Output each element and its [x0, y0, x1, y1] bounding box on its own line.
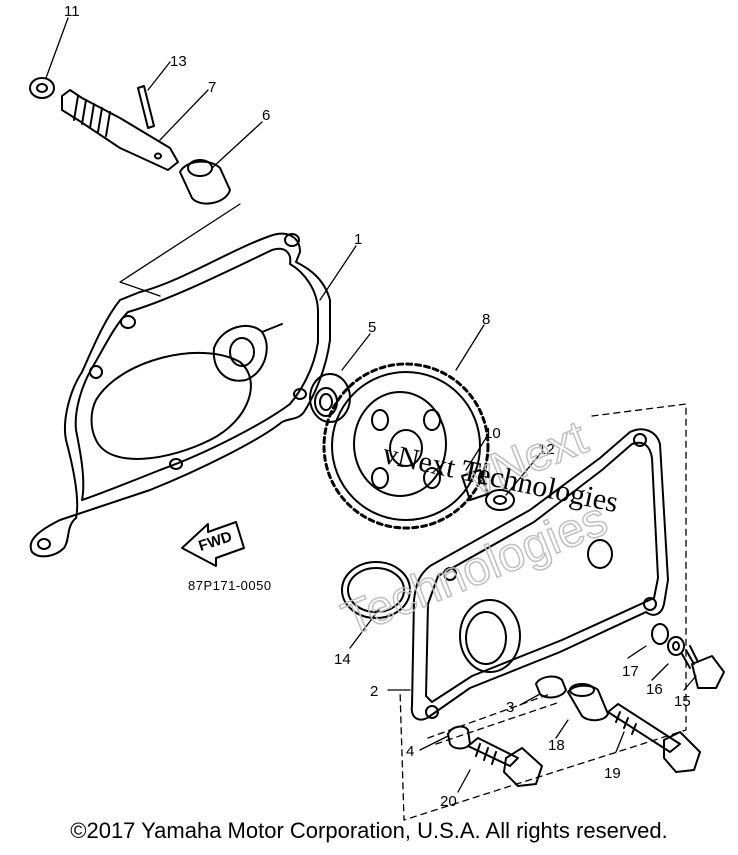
rear-cover-2 [410, 428, 669, 721]
washer-17 [651, 623, 669, 645]
assembly-lines [119, 203, 241, 297]
callout-10: 10 [484, 425, 501, 442]
callout-15: 15 [674, 693, 691, 710]
dashed-assembly-lines [399, 403, 687, 821]
spacer-18 [567, 683, 609, 722]
callout-5: 5 [368, 319, 376, 336]
callout-4: 4 [406, 743, 414, 760]
o-ring-14 [341, 561, 411, 619]
callout-16: 16 [646, 681, 663, 698]
washer-12 [485, 489, 515, 511]
bushing-6 [179, 159, 231, 205]
callout-8: 8 [482, 311, 490, 328]
callout-7: 7 [208, 79, 216, 96]
callout-2: 2 [370, 683, 378, 700]
callout-13: 13 [170, 53, 187, 70]
diagram-code: 87P171-0050 [188, 578, 272, 593]
callout-19: 19 [604, 765, 621, 782]
bolt-20 [467, 737, 543, 787]
dowel-4 [447, 725, 471, 750]
gear-8 [322, 362, 490, 530]
callout-14: 14 [334, 651, 351, 668]
bolt-19 [607, 703, 701, 773]
fwd-label: FWD [196, 528, 234, 555]
watermark-technologies: Technologies [335, 493, 615, 647]
callout-11: 11 [64, 3, 80, 20]
shaft-7 [61, 89, 179, 171]
callout-3: 3 [506, 699, 514, 716]
pin-13 [137, 85, 155, 129]
cover-plate-1 [29, 232, 331, 558]
collar-3 [535, 675, 567, 699]
callout-20: 20 [440, 793, 457, 810]
callout-6: 6 [262, 107, 270, 124]
washer-16 [667, 636, 685, 656]
fwd-arrow-icon [181, 521, 245, 567]
callout-18: 18 [548, 737, 565, 754]
washer-11 [29, 77, 55, 99]
leader-lines [45, 17, 697, 793]
copyright-notice: ©2017 Yamaha Motor Corporation, U.S.A. A… [70, 818, 668, 843]
callout-12: 12 [538, 441, 555, 458]
callout-17: 17 [622, 663, 639, 680]
callout-1: 1 [354, 231, 362, 248]
bolt-15 [681, 645, 725, 689]
